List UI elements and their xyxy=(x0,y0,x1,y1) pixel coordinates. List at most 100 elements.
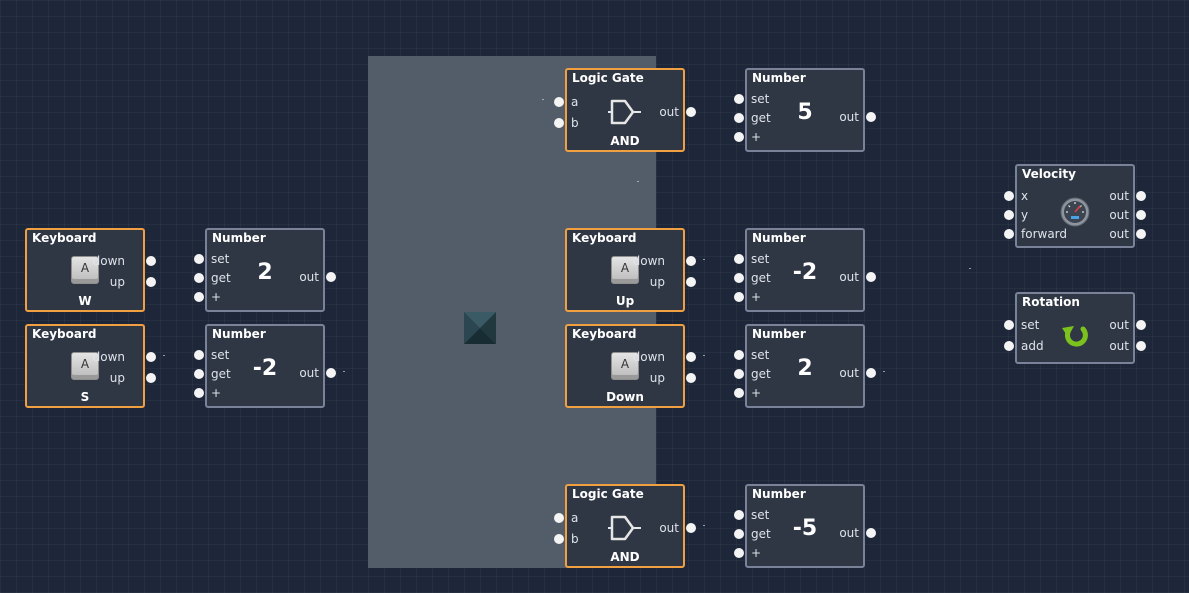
port-label-out: out xyxy=(1109,339,1129,353)
number-node-3[interactable]: Number set get + 5 out xyxy=(734,68,876,152)
port-label-get: get xyxy=(751,527,771,541)
port-label-get: get xyxy=(751,367,771,381)
port-label-out: out xyxy=(299,270,319,284)
input-port-add[interactable] xyxy=(1004,341,1014,351)
logic-gate-node-bottom[interactable]: Logic Gate a b out AND xyxy=(554,484,696,568)
port-label-down: down xyxy=(632,254,665,268)
output-port-out[interactable] xyxy=(866,528,876,538)
output-port-out[interactable] xyxy=(866,368,876,378)
velocity-node[interactable]: Velocity x y forward out out out xyxy=(1004,164,1146,248)
port-label-out: out xyxy=(1109,189,1129,203)
node-title: Logic Gate xyxy=(572,71,644,85)
input-port-plus[interactable] xyxy=(194,388,204,398)
node-title: Rotation xyxy=(1022,295,1080,309)
key-name: Down xyxy=(606,390,644,404)
port-label-plus: + xyxy=(751,386,762,400)
input-port-forward[interactable] xyxy=(1004,229,1014,239)
rotation-node[interactable]: Rotation set add out out xyxy=(1004,292,1146,364)
input-port-a[interactable] xyxy=(554,97,564,107)
keyboard-node-w[interactable]: Keyboard A down up W xyxy=(25,228,156,312)
port-label-set: set xyxy=(211,252,230,266)
input-port-set[interactable] xyxy=(194,350,204,360)
input-port-get[interactable] xyxy=(734,369,744,379)
and-gate-icon xyxy=(608,99,641,125)
output-port-out[interactable] xyxy=(686,107,696,117)
keyboard-node-down[interactable]: Keyboard A down up Down xyxy=(565,324,696,408)
output-port-up[interactable] xyxy=(686,373,696,383)
input-port-plus[interactable] xyxy=(734,132,744,142)
input-port-b[interactable] xyxy=(554,534,564,544)
output-port-up[interactable] xyxy=(146,373,156,383)
number-node-2[interactable]: Number set get + -2 out xyxy=(194,324,336,408)
input-port-get[interactable] xyxy=(734,529,744,539)
keyboard-node-up[interactable]: Keyboard A down up Up xyxy=(565,228,696,312)
input-port-y[interactable] xyxy=(1004,210,1014,220)
keyboard-node-s[interactable]: Keyboard A down up S xyxy=(25,324,156,408)
number-node-4[interactable]: Number set get + -2 out xyxy=(734,228,876,312)
output-port-up[interactable] xyxy=(686,277,696,287)
connection-stub xyxy=(969,268,971,269)
output-port-out[interactable] xyxy=(686,523,696,533)
input-port-set[interactable] xyxy=(1004,320,1014,330)
output-port-out[interactable] xyxy=(326,368,336,378)
key-name: Up xyxy=(615,294,635,308)
input-port-plus[interactable] xyxy=(734,388,744,398)
input-port-set[interactable] xyxy=(734,94,744,104)
output-port-out-set[interactable] xyxy=(1136,320,1146,330)
input-port-get[interactable] xyxy=(194,369,204,379)
and-gate-icon xyxy=(608,515,641,541)
logic-gate-node-top[interactable]: Logic Gate a b out AND xyxy=(554,68,696,152)
input-port-set[interactable] xyxy=(734,254,744,264)
output-port-out-forward[interactable] xyxy=(1136,229,1146,239)
output-port-down[interactable] xyxy=(146,256,156,266)
port-label-up: up xyxy=(649,371,665,385)
port-label-out: out xyxy=(659,105,679,119)
number-node-5[interactable]: Number set get + 2 out xyxy=(734,324,876,408)
output-port-out-x[interactable] xyxy=(1136,191,1146,201)
number-value: 5 xyxy=(797,100,813,125)
input-port-get[interactable] xyxy=(734,113,744,123)
port-label-out: out xyxy=(839,526,859,540)
input-port-x[interactable] xyxy=(1004,191,1014,201)
input-port-set[interactable] xyxy=(194,254,204,264)
input-port-set[interactable] xyxy=(734,350,744,360)
node-title: Number xyxy=(752,327,806,341)
input-port-get[interactable] xyxy=(194,273,204,283)
output-port-down[interactable] xyxy=(146,352,156,362)
port-label-out: out xyxy=(839,270,859,284)
output-port-out-y[interactable] xyxy=(1136,210,1146,220)
input-port-get[interactable] xyxy=(734,273,744,283)
connection-stub xyxy=(703,259,705,260)
output-port-out[interactable] xyxy=(866,272,876,282)
gate-operation: AND xyxy=(610,134,640,148)
key-name: S xyxy=(80,390,90,404)
input-port-a[interactable] xyxy=(554,513,564,523)
node-title: Keyboard xyxy=(572,327,637,341)
port-label-down: down xyxy=(92,254,125,268)
port-label-a: a xyxy=(571,95,579,109)
node-title: Number xyxy=(752,487,806,501)
port-label-up: up xyxy=(109,275,125,289)
input-port-set[interactable] xyxy=(734,510,744,520)
port-label-b: b xyxy=(571,532,579,546)
output-port-out-add[interactable] xyxy=(1136,341,1146,351)
port-label-add: add xyxy=(1021,339,1044,353)
input-port-plus[interactable] xyxy=(194,292,204,302)
input-port-b[interactable] xyxy=(554,118,564,128)
number-value: -2 xyxy=(792,260,818,285)
connection-stub xyxy=(343,371,345,372)
output-port-out[interactable] xyxy=(866,112,876,122)
speedometer-icon xyxy=(1060,197,1090,227)
input-port-plus[interactable] xyxy=(734,292,744,302)
output-port-down[interactable] xyxy=(686,256,696,266)
number-node-6[interactable]: Number set get + -5 out xyxy=(734,484,876,568)
number-node-1[interactable]: Number set get + 2 out xyxy=(194,228,336,312)
output-port-down[interactable] xyxy=(686,352,696,362)
input-port-plus[interactable] xyxy=(734,548,744,558)
port-label-down: down xyxy=(632,350,665,364)
key-name: W xyxy=(78,294,92,308)
output-port-out[interactable] xyxy=(326,272,336,282)
port-label-forward: forward xyxy=(1021,227,1068,241)
connection-stub xyxy=(542,99,544,100)
output-port-up[interactable] xyxy=(146,277,156,287)
